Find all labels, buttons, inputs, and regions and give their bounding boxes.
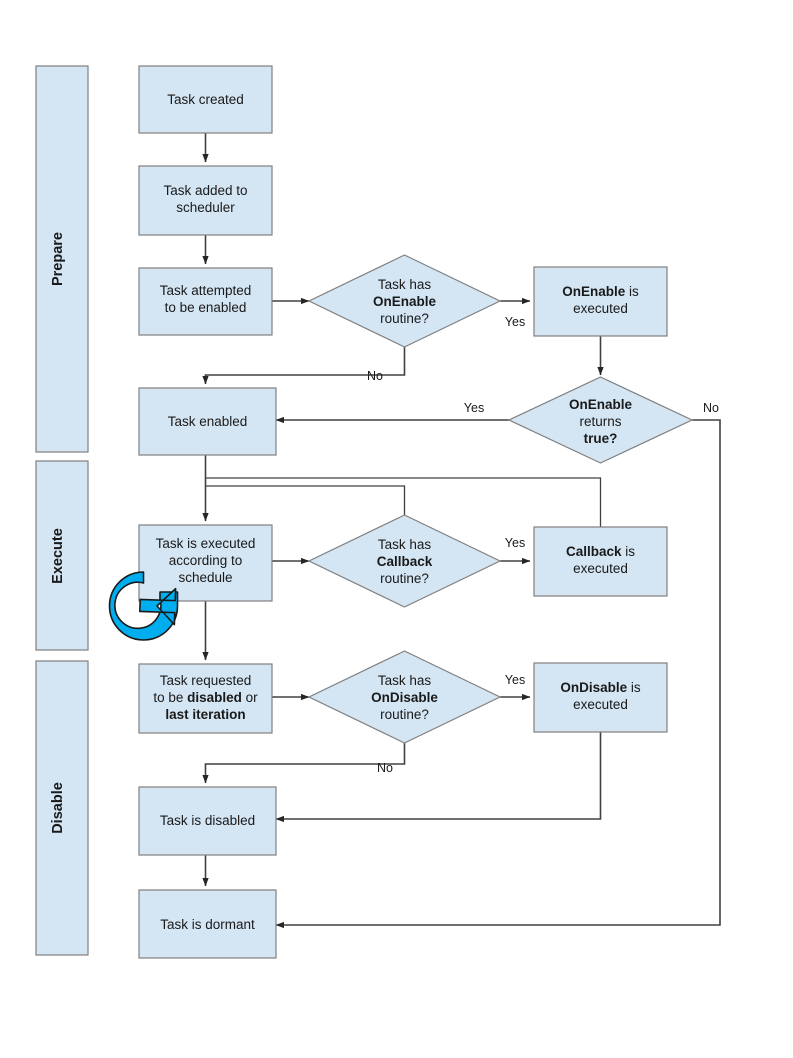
node-task-executing-line1: Task is executed	[156, 536, 256, 551]
node-task-added-label-line2: scheduler	[176, 200, 235, 215]
node-decision-returns-line2: returns	[579, 414, 621, 429]
node-task-added-shape	[138, 165, 273, 236]
node-decision-has-onenable[interactable]: Task has OnEnable routine?	[307, 254, 502, 348]
edge-label-returns-no: No	[703, 401, 719, 415]
node-task-requested-line1: Task requested	[160, 673, 252, 688]
edge-label-has-callback-yes: Yes	[505, 536, 525, 550]
node-decision-has-callback-line1: Task has	[378, 537, 432, 552]
edge-has-onenable-no	[202, 347, 406, 385]
node-task-is-executed[interactable]: Task is executed according to schedule	[138, 524, 273, 602]
edge-returns-no-to-dormant	[275, 419, 721, 929]
node-onenable-exec-line1: OnEnable is	[562, 284, 639, 299]
band-prepare-rect	[35, 65, 89, 453]
node-task-executing-line2: according to	[169, 553, 243, 568]
node-task-requested-line3: last iteration	[165, 707, 245, 722]
node-decision-has-ondisable-line1: Task has	[378, 673, 432, 688]
node-task-executing-line3: schedule	[178, 570, 232, 585]
node-task-created-label: Task created	[167, 92, 244, 107]
node-decision-has-ondisable-line3: routine?	[380, 707, 429, 722]
node-callback-exec-line1: Callback is	[566, 544, 635, 559]
node-task-is-dormant[interactable]: Task is dormant	[138, 889, 277, 959]
edge-label-has-ondisable-yes: Yes	[505, 673, 525, 687]
loop-refresh-icon	[108, 571, 179, 641]
node-task-requested-line2-a: to be	[153, 690, 187, 705]
node-decision-has-ondisable-line2: OnDisable	[371, 690, 438, 705]
node-decision-has-ondisable[interactable]: Task has OnDisable routine?	[307, 650, 502, 744]
node-onenable-exec-rest: is	[625, 284, 639, 299]
node-decision-has-callback-line2: Callback	[377, 554, 433, 569]
node-decision-returns-line3: true?	[584, 431, 618, 446]
node-task-executing-shape	[138, 524, 273, 602]
node-decision-has-onenable-shape	[307, 254, 502, 348]
node-task-attempted-shape	[138, 267, 273, 336]
edge-label-returns-yes: Yes	[464, 401, 484, 415]
node-ondisable-exec-shape	[533, 662, 668, 733]
node-ondisable-exec-line2: executed	[573, 697, 628, 712]
node-ondisable-exec-rest: is	[627, 680, 641, 695]
node-decision-has-onenable-line2: OnEnable	[373, 294, 437, 309]
edge-label-has-ondisable-no: No	[377, 761, 393, 775]
band-execute-label: Execute	[50, 528, 66, 584]
node-task-attempted-to-be-enabled[interactable]: Task attempted to be enabled	[138, 267, 273, 336]
node-task-enabled[interactable]: Task enabled	[138, 387, 277, 456]
node-callback-exec-line2: executed	[573, 561, 628, 576]
band-disable: Disable	[35, 660, 89, 956]
node-task-enabled-label: Task enabled	[168, 414, 248, 429]
node-task-is-disabled[interactable]: Task is disabled	[138, 786, 277, 856]
band-disable-rect	[35, 660, 89, 956]
node-onenable-exec-line2: executed	[573, 301, 628, 316]
node-callback-exec-bold: Callback	[566, 544, 622, 559]
node-decision-returns-shape	[507, 376, 694, 464]
edge-has-ondisable-no	[202, 743, 406, 784]
node-decision-has-callback-line3: routine?	[380, 571, 429, 586]
node-task-attempted-label-line2: to be enabled	[165, 300, 247, 315]
node-task-requested-line2: to be disabled or	[153, 690, 258, 705]
node-task-enabled-shape	[138, 387, 277, 456]
node-callback-exec-shape	[533, 526, 668, 597]
node-onenable-exec-bold: OnEnable	[562, 284, 626, 299]
node-task-created[interactable]: Task created	[138, 65, 273, 134]
band-prepare-label: Prepare	[50, 232, 66, 286]
node-task-added-to-scheduler[interactable]: Task added to scheduler	[138, 165, 273, 236]
node-task-requested-disabled[interactable]: Task requested to be disabled or last it…	[138, 663, 273, 734]
node-ondisable-exec-line1: OnDisable is	[560, 680, 641, 695]
node-task-dormant-label: Task is dormant	[160, 917, 255, 932]
node-decision-onenable-returns-true[interactable]: OnEnable returns true?	[507, 376, 694, 464]
band-execute: Execute	[35, 460, 89, 651]
node-decision-has-ondisable-shape	[307, 650, 502, 744]
edge-ondisable-exec-to-disabled	[275, 732, 602, 823]
node-onenable-is-executed[interactable]: OnEnable is executed	[533, 266, 668, 337]
node-decision-returns-line1: OnEnable	[569, 397, 633, 412]
node-task-requested-shape	[138, 663, 273, 734]
edge-label-has-onenable-yes: Yes	[505, 315, 525, 329]
node-task-requested-line2-c: or	[242, 690, 258, 705]
node-task-dormant-shape	[138, 889, 277, 959]
node-onenable-exec-shape	[533, 266, 668, 337]
node-callback-is-executed[interactable]: Callback is executed	[533, 526, 668, 597]
band-execute-rect	[35, 460, 89, 651]
node-task-disabled-label: Task is disabled	[160, 813, 255, 828]
node-task-requested-line2-b: disabled	[187, 690, 242, 705]
band-prepare: Prepare	[35, 65, 89, 453]
node-ondisable-is-executed[interactable]: OnDisable is executed	[533, 662, 668, 733]
node-task-added-label-line1: Task added to	[163, 183, 247, 198]
band-disable-label: Disable	[50, 782, 66, 834]
node-decision-has-onenable-line1: Task has	[378, 277, 432, 292]
node-decision-has-callback-shape	[307, 514, 502, 608]
edge-callback-exec-loopback	[205, 477, 602, 527]
node-decision-has-callback[interactable]: Task has Callback routine?	[307, 514, 502, 608]
node-task-created-shape	[138, 65, 273, 134]
node-decision-has-onenable-line3: routine?	[380, 311, 429, 326]
edge-label-has-onenable-no: No	[367, 369, 383, 383]
node-callback-exec-rest: is	[622, 544, 636, 559]
node-task-attempted-label-line1: Task attempted	[160, 283, 252, 298]
node-ondisable-exec-bold: OnDisable	[560, 680, 627, 695]
node-task-disabled-shape	[138, 786, 277, 856]
